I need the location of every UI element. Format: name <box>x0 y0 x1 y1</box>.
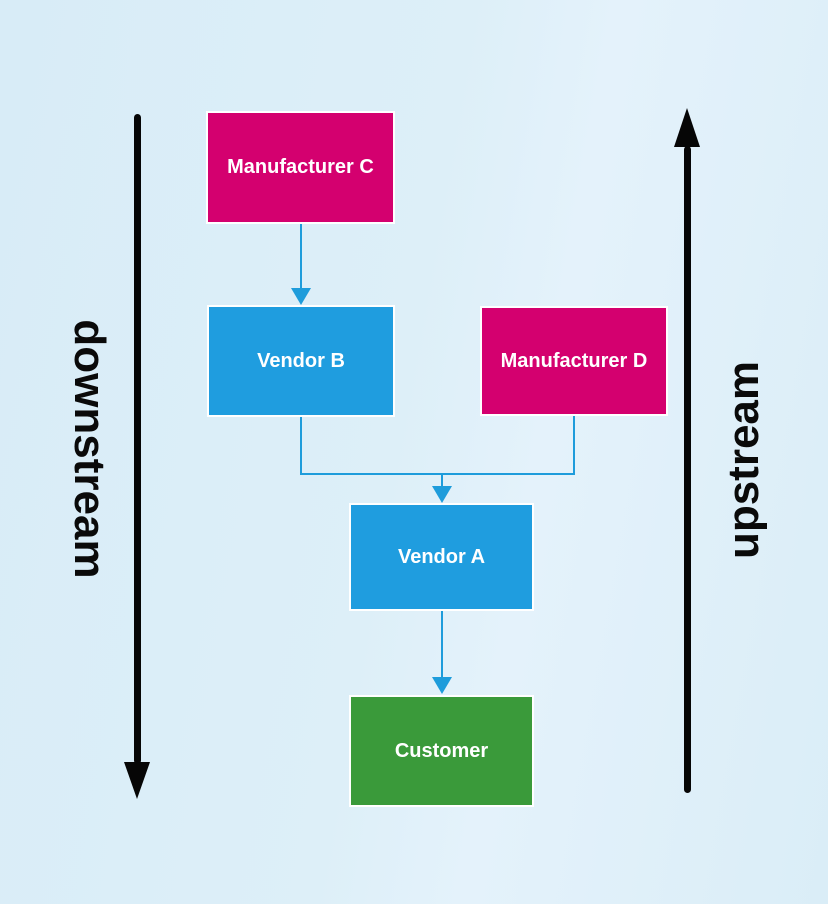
edge-manufacturer-d-drop-line <box>573 416 575 475</box>
edge-vendor-a-to-customer-line <box>441 611 443 677</box>
upstream-label: upstream <box>719 360 768 560</box>
downstream-arrow-shaft <box>134 114 141 764</box>
edge-vendor-b-drop-line <box>300 417 302 475</box>
node-customer-label: Customer <box>394 739 489 762</box>
node-manufacturer-c-label: Manufacturer C <box>227 156 374 178</box>
node-vendor-a: Vendor A <box>349 503 534 611</box>
node-manufacturer-c: Manufacturer C <box>206 111 395 224</box>
edge-manufacturer-c-to-vendor-b-line <box>300 224 302 288</box>
upstream-arrow-shaft <box>684 146 691 793</box>
downstream-label: downstream <box>65 319 114 579</box>
downstream-arrowhead-icon <box>124 762 150 799</box>
node-vendor-b-label: Vendor B <box>257 349 345 372</box>
node-manufacturer-d-label: Manufacturer D <box>500 349 648 372</box>
node-vendor-a-label: Vendor A <box>397 545 486 568</box>
edge-junction-to-vendor-a-arrowhead-icon <box>432 486 452 503</box>
node-manufacturer-d: Manufacturer D <box>480 306 668 416</box>
edge-manufacturer-c-to-vendor-b-arrowhead-icon <box>291 288 311 305</box>
node-vendor-b: Vendor B <box>207 305 395 417</box>
edge-junction-horizontal-line <box>300 473 575 475</box>
upstream-arrowhead-icon <box>674 108 700 147</box>
edge-junction-to-vendor-a-line <box>441 475 443 486</box>
node-customer: Customer <box>349 695 534 807</box>
edge-vendor-a-to-customer-arrowhead-icon <box>432 677 452 694</box>
